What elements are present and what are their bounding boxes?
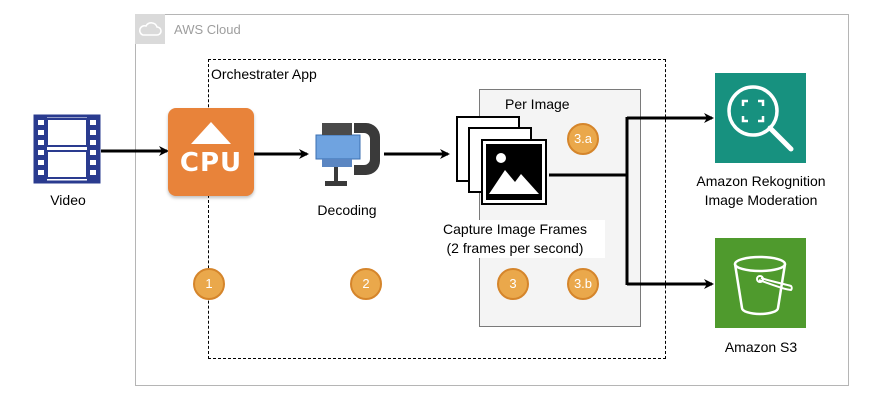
- video-label: Video: [50, 192, 86, 208]
- aws-cloud-label: AWS Cloud: [174, 22, 241, 37]
- per-image-label: Per Image: [505, 96, 570, 112]
- orchestrator-app-label: Orchestrater App: [211, 66, 317, 82]
- step-badge-3a: 3.a: [567, 123, 599, 155]
- cpu-text: CPU: [179, 148, 243, 178]
- step-badge-3b: 3.b: [567, 268, 599, 300]
- clamp-icon: [315, 123, 380, 186]
- cpu-node: CPU: [168, 108, 254, 196]
- image-stack-icon: [456, 116, 547, 205]
- rekognition-label: Amazon Rekognition Image Moderation: [680, 172, 842, 210]
- bucket-icon: [733, 255, 793, 316]
- capture-frames-label: Capture Image Frames (2 frames per secon…: [425, 220, 605, 258]
- image-frames-node: [455, 114, 551, 210]
- rekognition-label-line2: Image Moderation: [704, 192, 818, 208]
- capture-frames-line1: Capture Image Frames: [443, 221, 587, 237]
- decoding-node: [312, 115, 384, 195]
- rekognition-label-line1: Amazon Rekognition: [696, 173, 826, 189]
- orchestrator-app-group: [208, 59, 666, 359]
- film-strip-icon: [33, 114, 101, 184]
- s3-label: Amazon S3: [724, 339, 798, 355]
- decoding-label: Decoding: [317, 202, 377, 218]
- step-badge-3: 3: [497, 268, 529, 300]
- rekognition-node: [715, 73, 806, 163]
- aws-cloud-badge: [135, 14, 165, 44]
- aws-cloud-group: [135, 14, 849, 386]
- capture-frames-line2: (2 frames per second): [446, 240, 584, 256]
- step-badge-1: 1: [193, 268, 225, 300]
- triangle-icon: [191, 122, 231, 144]
- magnifier-icon: [727, 85, 794, 152]
- s3-node: [715, 238, 806, 328]
- video-node: [33, 114, 101, 184]
- cloud-icon: [139, 22, 162, 36]
- step-badge-2: 2: [350, 268, 382, 300]
